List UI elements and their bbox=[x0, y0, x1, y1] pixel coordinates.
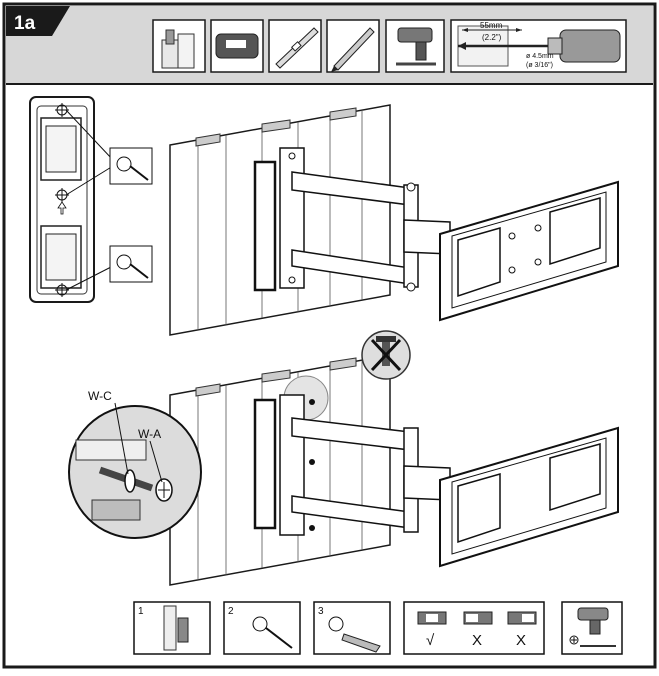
hardware-callouts: W-C W-A bbox=[88, 389, 163, 483]
drill-bit-in: (ø 3/16") bbox=[526, 62, 553, 69]
level-check-panel: √ X X bbox=[403, 601, 545, 655]
pointer-lines bbox=[65, 109, 114, 291]
no-hammer-icon bbox=[361, 330, 411, 380]
level-wrong-right-mark: X bbox=[516, 632, 526, 649]
stud-finder-icon bbox=[210, 19, 264, 73]
step-tab: 1a bbox=[6, 6, 70, 36]
level-correct-mark: √ bbox=[426, 632, 435, 649]
footer-step-3: 3 bbox=[313, 601, 391, 655]
pencil-icon bbox=[326, 19, 380, 73]
footer-step-2: 2 bbox=[223, 601, 301, 655]
drill-depth-mm: 55mm bbox=[480, 21, 503, 30]
mark-detail-bottom bbox=[109, 245, 153, 283]
footer-step-3-number: 3 bbox=[318, 606, 324, 617]
mark-detail-top bbox=[109, 147, 153, 185]
tv-bracket-bottom bbox=[439, 426, 619, 568]
drill-icon bbox=[385, 19, 445, 73]
level-wrong-left: X bbox=[463, 611, 493, 649]
screw-detail-magnifier bbox=[68, 405, 202, 539]
screw-label: W-A bbox=[138, 427, 161, 441]
swing-arm-bottom bbox=[291, 417, 451, 533]
drill-bit-spec: 55mm (2.2") ø 4.5mm (ø 3/16") bbox=[450, 19, 627, 73]
drill-depth-in: (2.2") bbox=[482, 33, 502, 42]
tv-bracket-top bbox=[439, 180, 619, 322]
screwdriver-drill-panel bbox=[561, 601, 623, 655]
level-icon bbox=[268, 19, 322, 73]
footer-step-1-number: 1 bbox=[138, 606, 144, 617]
level-correct: √ bbox=[417, 611, 447, 649]
level-wrong-left-mark: X bbox=[472, 632, 482, 649]
washer-label: W-C bbox=[88, 389, 112, 403]
wall-plate-mounted-top bbox=[253, 147, 305, 292]
footer-step-1: 1 bbox=[133, 601, 211, 655]
tool-icons: 55mm (2.2") ø 4.5mm (ø 3/16") bbox=[152, 19, 627, 73]
footer-step-2-number: 2 bbox=[228, 606, 234, 617]
wall-plate-detail bbox=[29, 96, 95, 303]
wall-stud-icon bbox=[152, 19, 206, 73]
drill-bit-mm: ø 4.5mm bbox=[526, 53, 554, 60]
level-wrong-right: X bbox=[507, 611, 537, 649]
step-label: 1a bbox=[14, 13, 36, 34]
